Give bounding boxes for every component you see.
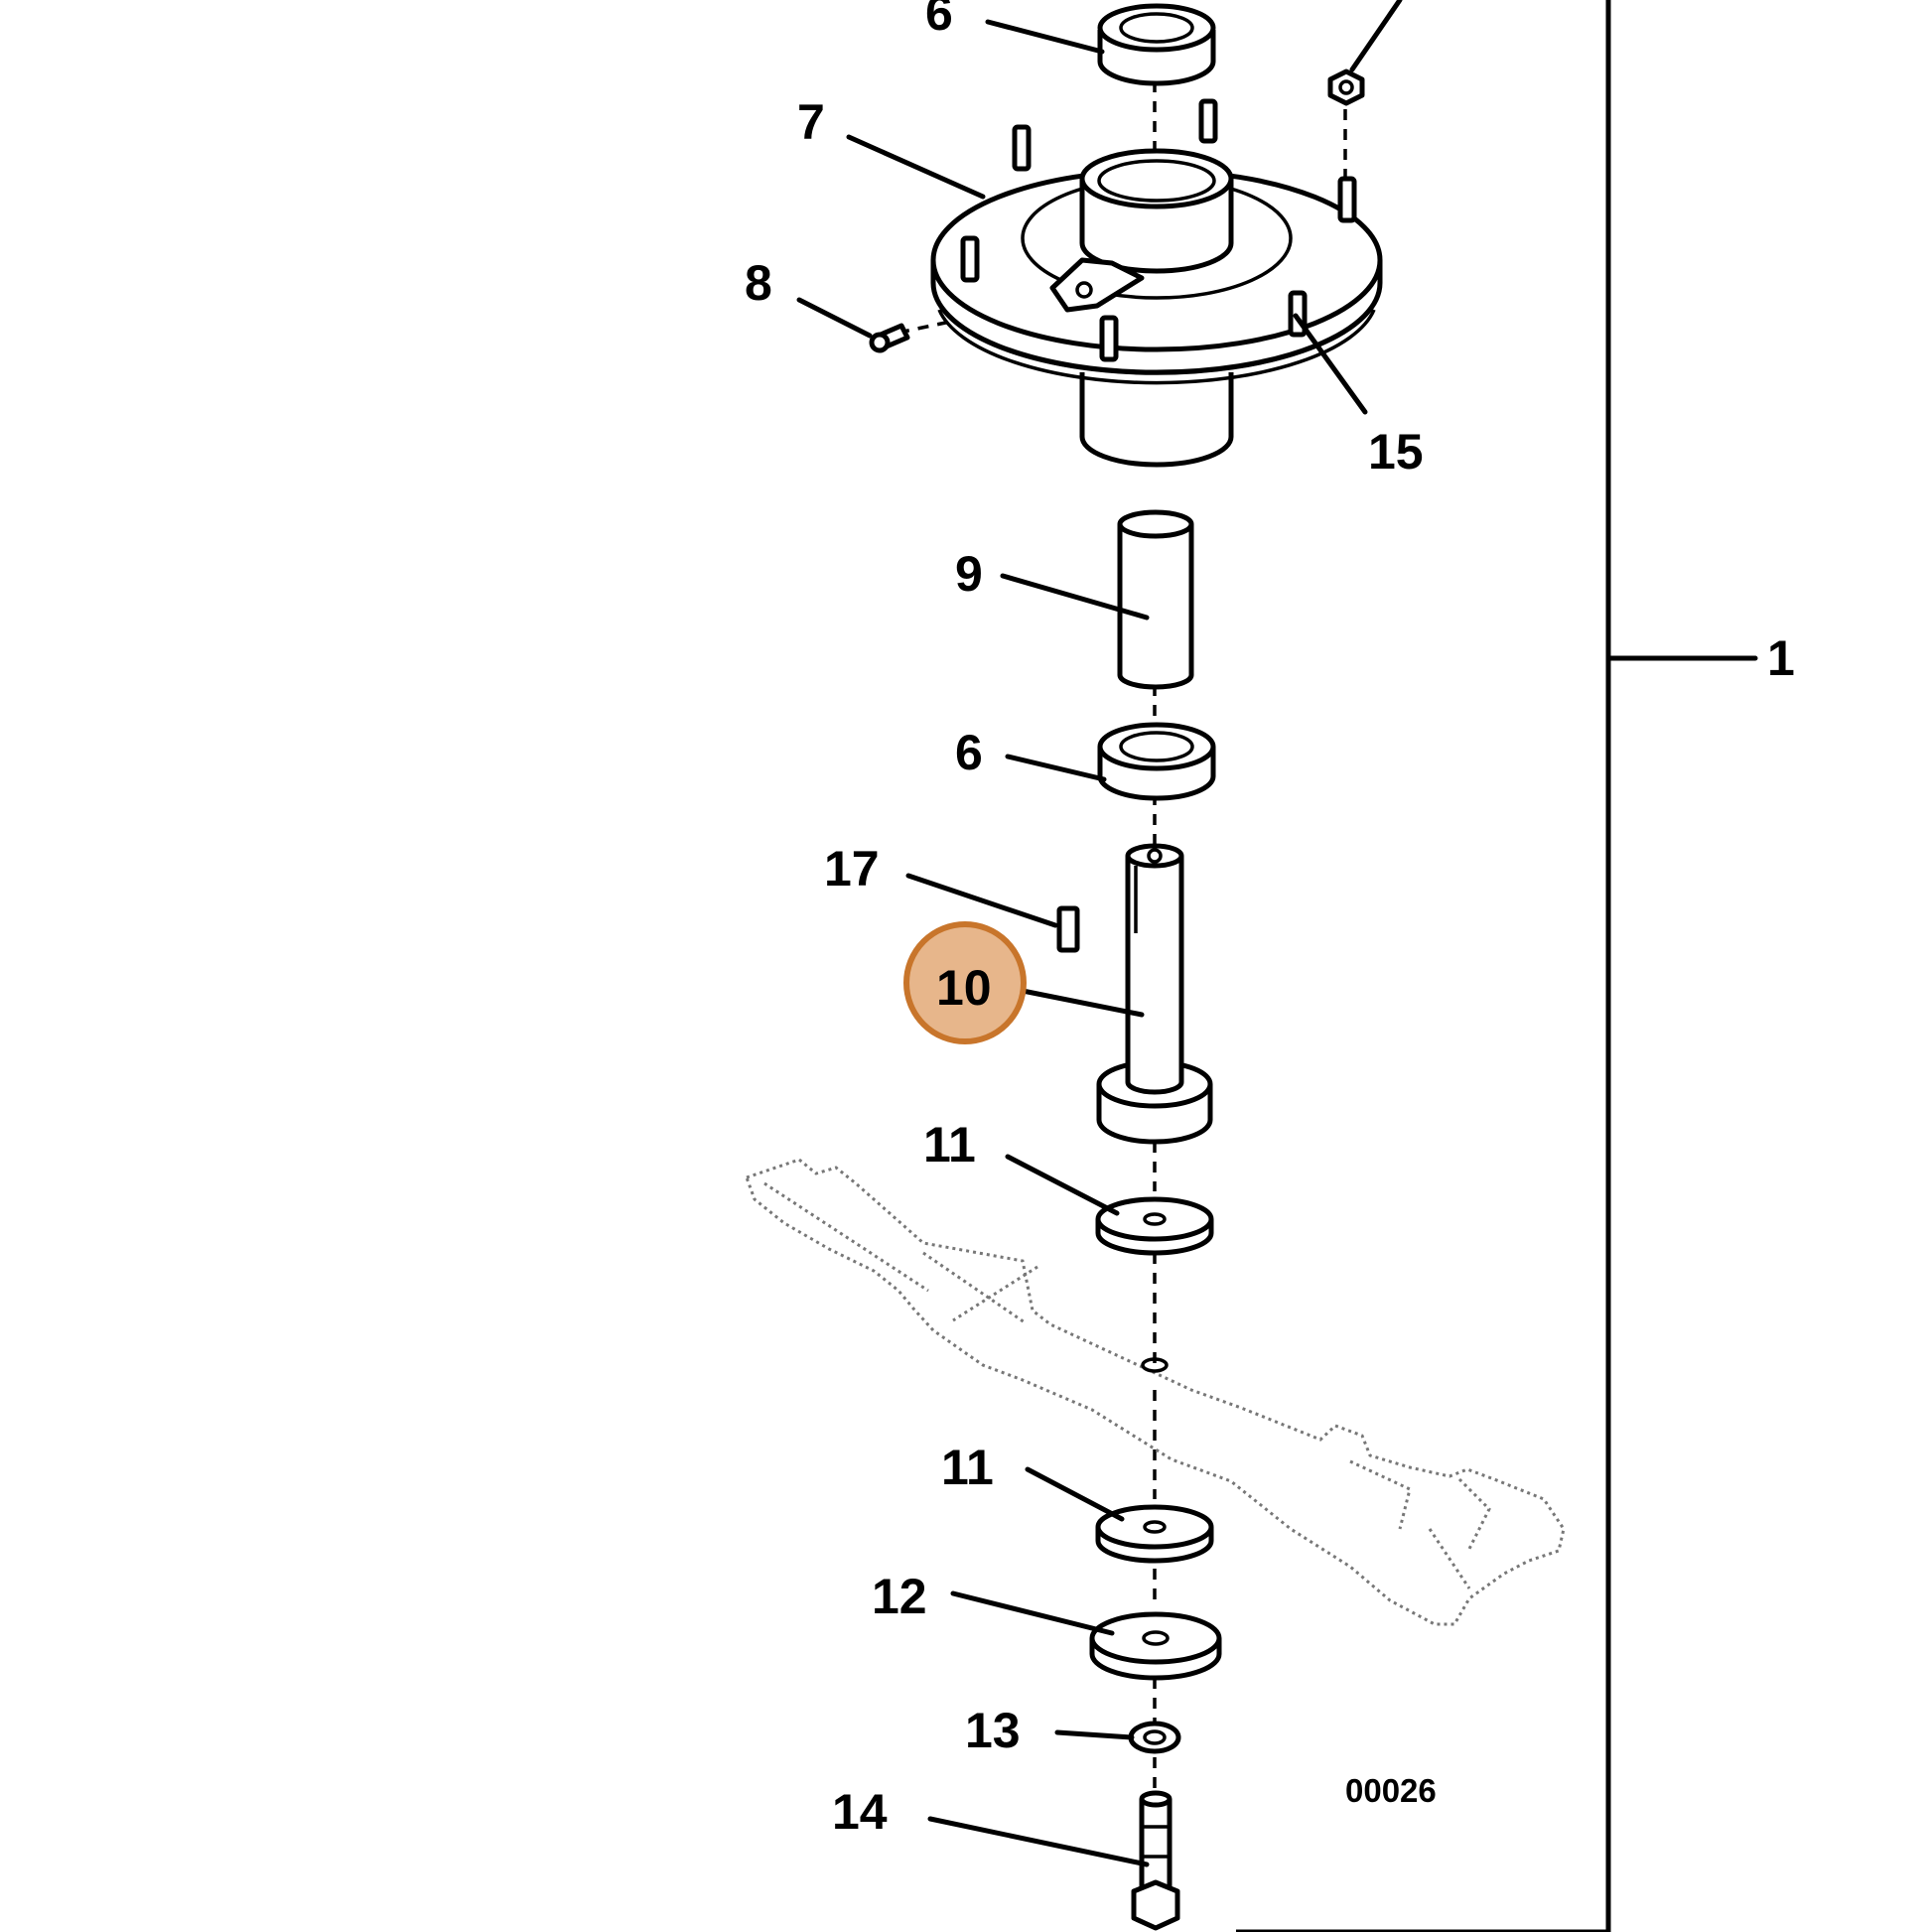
callout-11-bottom: 11 — [941, 1440, 994, 1495]
lock-washer — [1128, 1721, 1181, 1754]
callout-17: 17 — [824, 841, 880, 897]
shaft-key — [1056, 905, 1080, 953]
callout-6-top: 6 — [925, 0, 953, 41]
spindle-housing — [930, 98, 1383, 468]
flange-nut — [1327, 69, 1365, 106]
bearing-top — [1097, 3, 1216, 86]
callout-labels: 6 7 8 15 9 1 6 17 10 11 11 12 13 14 0002… — [745, 0, 1795, 1840]
callout-11-top: 11 — [923, 1117, 976, 1173]
highlight-circle — [903, 921, 1027, 1044]
callout-1: 1 — [1767, 630, 1795, 686]
bearing-mid — [1097, 722, 1216, 801]
spindle-bolt — [1131, 1790, 1180, 1931]
blade-hole — [1141, 1357, 1169, 1373]
callout-7: 7 — [797, 94, 825, 150]
callout-8: 8 — [745, 255, 772, 311]
figure-code: 00026 — [1345, 1772, 1437, 1809]
callout-14: 14 — [832, 1784, 888, 1840]
washer-lower — [1095, 1504, 1214, 1564]
callout-10: 10 — [936, 960, 992, 1016]
callout-6-mid: 6 — [955, 725, 983, 780]
assembly-bracket — [1236, 0, 1758, 1932]
callout-15: 15 — [1368, 424, 1424, 480]
washer-large — [1089, 1611, 1222, 1681]
washer-upper — [1095, 1196, 1214, 1256]
callout-13: 13 — [965, 1703, 1021, 1758]
leader-lines — [796, 0, 1403, 1867]
spindle-shaft — [1096, 843, 1213, 1145]
spacer-tube — [1117, 509, 1194, 690]
callout-12: 12 — [872, 1569, 927, 1624]
blade-outline — [745, 1158, 1566, 1626]
grease-zerk — [869, 323, 910, 353]
callout-9: 9 — [955, 546, 983, 602]
